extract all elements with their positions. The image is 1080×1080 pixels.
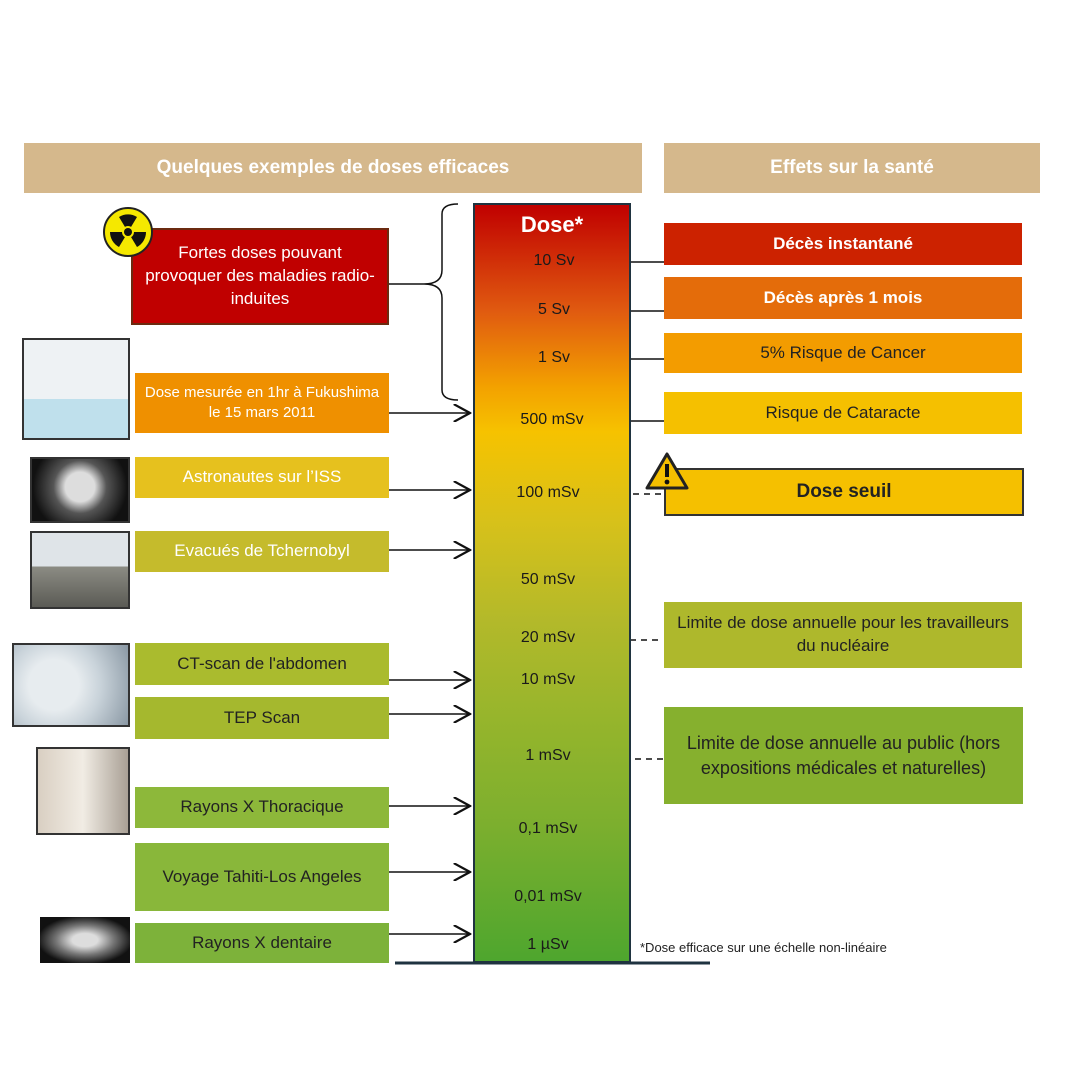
dental-xray-image [40,917,130,963]
ct-scan-image [12,643,130,727]
effect-cataract: Risque de Cataracte [664,392,1022,434]
effect-worker-limit: Limite de dose annuelle pour les travail… [664,602,1022,668]
example-dental-xray: Rayons X dentaire [135,923,389,963]
bracket [423,203,459,401]
effect-death-1-month: Décès après 1 mois [664,277,1022,319]
tick-label: 0,01 mSv [514,888,582,905]
example-high-doses: Fortes doses pouvant provoquer des malad… [131,228,389,325]
header-examples: Quelques exemples de doses efficaces [24,143,642,193]
example-chest-xray: Rayons X Thoracique [135,787,389,828]
effect-public-limit: Limite de dose annuelle au public (hors … [664,707,1023,804]
tick-label: 1 µSv [527,936,569,953]
fukushima-image [22,338,130,440]
tick-label: 500 mSv [520,411,584,428]
chest-xray-image [36,747,130,835]
astronaut-image [30,457,130,523]
tick-label: 20 mSv [520,629,576,646]
scale-title: Dose* [520,212,584,237]
arrows [389,413,470,934]
warning-icon [645,452,689,490]
tick-label: 10 Sv [533,252,575,269]
example-chernobyl: Evacués de Tchernobyl [135,531,389,572]
example-iss: Astronautes sur l’ISS [135,457,389,498]
tick-label: 1 mSv [525,747,571,764]
tick-label: 1 Sv [537,349,570,366]
effect-instant-death: Décès instantané [664,223,1022,265]
header-effects: Effets sur la santé [664,143,1040,193]
effect-threshold-dose: Dose seuil [664,468,1024,516]
radiation-icon [103,207,153,257]
chernobyl-image [30,531,130,609]
effect-cancer-risk: 5% Risque de Cancer [664,333,1022,373]
footnote: *Dose efficace sur une échelle non-linéa… [640,940,887,955]
tick-label: 100 mSv [516,484,580,501]
tick-label: 5 Sv [537,301,570,318]
tick-label: 50 mSv [520,571,576,588]
example-ct-scan: CT-scan de l'abdomen [135,643,389,685]
example-flight: Voyage Tahiti-Los Angeles [135,843,389,911]
tick-label: 10 mSv [520,671,576,688]
tick-label: 0,1 mSv [518,820,578,837]
example-fukushima: Dose mesurée en 1hr à Fukushima le 15 ma… [135,373,389,433]
dose-scale-bar [473,203,631,963]
example-pet-scan: TEP Scan [135,697,389,739]
